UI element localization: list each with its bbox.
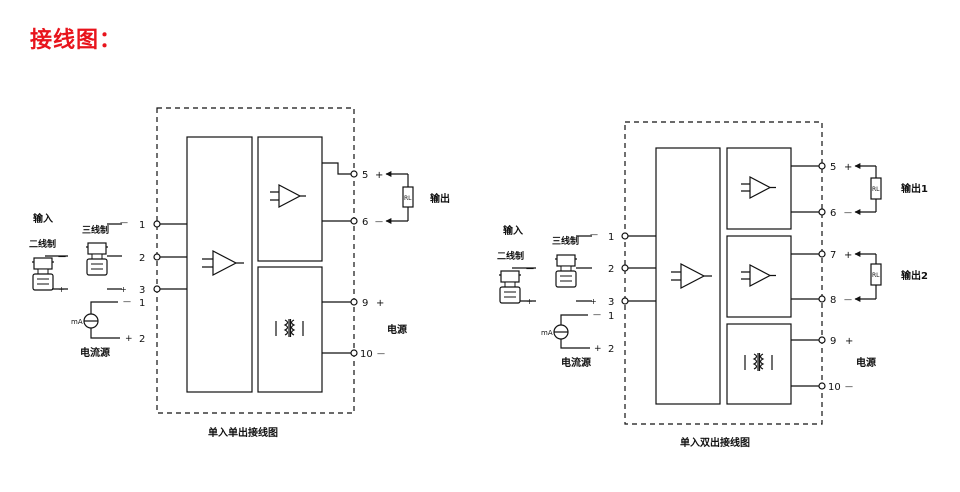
source-terminal-1: 1 <box>608 311 614 322</box>
terminal-1-label: 1 <box>608 232 614 243</box>
label-input: 输入 <box>503 224 523 237</box>
terminal-circles <box>153 170 358 357</box>
terminal-6-label: 6 <box>362 217 368 228</box>
source-terminal-1: 1 <box>139 298 145 309</box>
output1-block <box>726 147 792 230</box>
two-wire-transmitter-icon <box>498 270 522 304</box>
sign-plus-t7: + <box>844 250 852 261</box>
terminal-3-label: 3 <box>139 285 145 296</box>
terminal-7-label: 7 <box>830 250 836 261</box>
terminal-2-label: 2 <box>139 253 145 264</box>
sign-minus-t10: — <box>377 349 385 358</box>
label-output: 输出 <box>430 192 450 205</box>
caption-single-in-single-out: 单入单出接线图 <box>208 426 278 439</box>
label-two-wire: 二线制 <box>497 250 524 262</box>
label-power: 电源 <box>856 356 876 369</box>
input-block <box>655 147 721 405</box>
output-amplifier-icon <box>270 184 306 208</box>
label-ma: mA <box>71 318 83 326</box>
terminal-2-label: 2 <box>608 264 614 275</box>
sign-minus-t10: — <box>845 382 853 391</box>
input-block <box>186 136 253 393</box>
label-input: 输入 <box>33 212 53 225</box>
input-amplifier-icon <box>671 263 712 289</box>
load-resistor-icon <box>402 186 414 208</box>
terminal-10-label: 10 <box>360 349 373 360</box>
label-three-wire: 三线制 <box>82 224 109 236</box>
module-enclosure <box>624 121 823 425</box>
load-resistor-2-icon <box>870 263 882 286</box>
label-ma: mA <box>541 329 553 337</box>
source-minus: — <box>123 297 131 306</box>
label-output1: 输出1 <box>901 182 928 195</box>
transformer-icon <box>275 319 304 337</box>
label-current-source: 电流源 <box>80 346 110 359</box>
sign-minus-t8: — <box>844 295 852 304</box>
terminal-circles <box>621 162 826 390</box>
terminal-8-label: 8 <box>830 295 836 306</box>
sign-minus-t1: — <box>120 218 128 227</box>
label-three-wire: 三线制 <box>552 235 579 247</box>
terminal-6-label: 6 <box>830 208 836 219</box>
source-plus: + <box>125 334 133 344</box>
output2-amplifier-icon <box>741 264 776 287</box>
label-power: 电源 <box>387 323 407 336</box>
diagram-single-in-single-out <box>31 107 414 414</box>
sign-minus-t2: — <box>526 264 534 273</box>
diagram-single-in-dual-out <box>498 121 882 425</box>
load-resistor-1-icon <box>870 177 882 200</box>
power-block <box>726 323 792 405</box>
label-rl1: RL <box>872 186 880 193</box>
sign-plus-t5: + <box>375 170 383 181</box>
output-block <box>257 136 323 262</box>
sign-minus-t1: — <box>590 230 598 239</box>
input-amplifier-icon <box>202 250 244 276</box>
sign-plus-t3b: + <box>120 285 127 294</box>
two-wire-transmitter-icon <box>31 257 55 291</box>
source-terminal-2: 2 <box>139 334 145 345</box>
terminal-1-label: 1 <box>139 220 145 231</box>
terminal-10-label: 10 <box>828 382 841 393</box>
label-two-wire: 二线制 <box>29 238 56 250</box>
sign-plus-t3b: + <box>590 297 597 306</box>
three-wire-transmitter-icon <box>554 254 578 288</box>
source-minus: — <box>593 310 601 319</box>
current-source-icon <box>83 301 120 339</box>
label-rl: RL <box>404 195 412 202</box>
sign-minus-t6: — <box>844 208 852 217</box>
terminal-5-label: 5 <box>830 162 836 173</box>
label-rl2: RL <box>872 272 880 279</box>
sign-plus-t3a: + <box>526 297 533 306</box>
sign-plus-t5: + <box>844 162 852 173</box>
output2-block <box>726 235 792 318</box>
sign-plus-t9: + <box>845 336 853 347</box>
label-output2: 输出2 <box>901 269 928 282</box>
current-source-icon <box>553 314 590 349</box>
caption-single-in-dual-out: 单入双出接线图 <box>680 436 750 449</box>
power-block <box>257 266 323 393</box>
source-terminal-2: 2 <box>608 344 614 355</box>
sign-plus-t3a: + <box>58 285 65 294</box>
three-wire-transmitter-icon <box>85 242 109 276</box>
page-title: 接线图： <box>30 28 123 53</box>
source-plus: + <box>594 344 602 354</box>
transformer-icon <box>744 353 773 371</box>
sign-minus-t6: — <box>375 217 383 226</box>
terminal-9-label: 9 <box>362 298 368 309</box>
label-current-source: 电流源 <box>561 356 591 369</box>
terminal-9-label: 9 <box>830 336 836 347</box>
terminal-3-label: 3 <box>608 297 614 308</box>
sign-plus-t9: + <box>376 298 384 309</box>
output1-amplifier-icon <box>741 176 776 199</box>
terminal-5-label: 5 <box>362 170 368 181</box>
sign-minus-t2: — <box>58 252 66 261</box>
